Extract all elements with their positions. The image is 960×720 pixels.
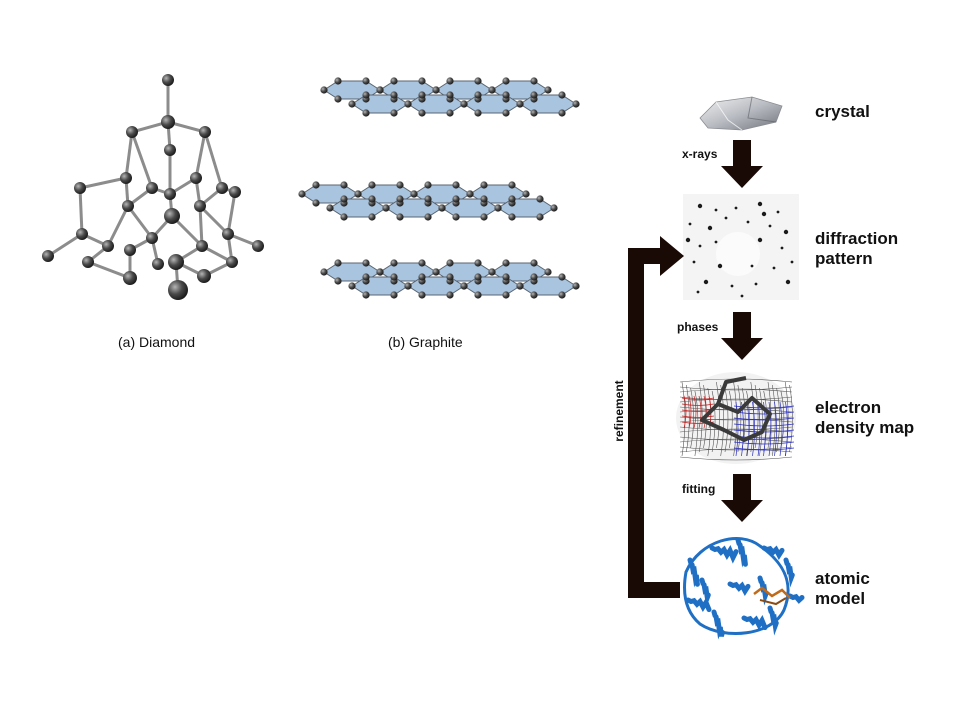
graphite-structure [298, 77, 580, 299]
crystal-image [699, 96, 783, 131]
graphite-layer [298, 181, 558, 221]
graphite-layer [320, 77, 580, 117]
step-fitting: fitting [682, 482, 716, 496]
arrow-phases [721, 312, 763, 360]
diffraction-image [683, 194, 799, 300]
stage-crystal: crystal [815, 102, 870, 121]
step-refinement: refinement [612, 380, 626, 442]
atomic-model-image [683, 537, 805, 640]
step-xrays: x-rays [682, 147, 718, 161]
pipeline-arrows [721, 140, 763, 522]
stage-electron-density-map: electron density map [815, 398, 915, 437]
stage-atomic-model: atomic model [815, 569, 870, 608]
graphite-layer [320, 259, 580, 299]
refinement-loop-arrow [628, 236, 684, 598]
arrow-fitting [721, 474, 763, 522]
diamond-structure [42, 74, 264, 300]
arrow-xrays [721, 140, 763, 188]
caption-graphite: (b) Graphite [388, 334, 463, 350]
caption-diamond: (a) Diamond [118, 334, 196, 350]
stage-diffraction-pattern: diffraction pattern [815, 229, 899, 268]
step-phases: phases [677, 320, 719, 334]
electron-density-image [676, 372, 796, 464]
